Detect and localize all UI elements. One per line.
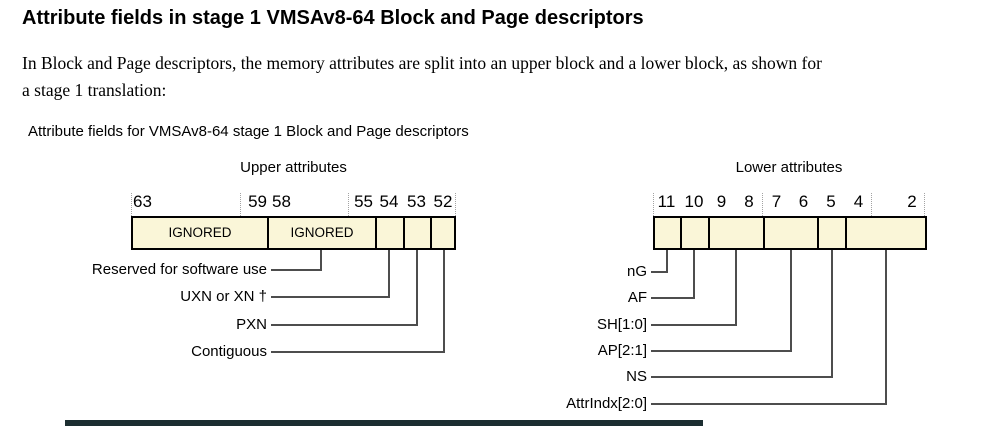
- connector-ng: [651, 271, 668, 273]
- field-label-ns: NS: [626, 368, 647, 385]
- connector-attrindx: [885, 250, 887, 405]
- nibble-tick: [348, 193, 349, 216]
- figure-caption: Attribute fields for VMSAv8-64 stage 1 B…: [28, 123, 469, 140]
- nibble-tick: [924, 193, 925, 216]
- lower-bit-4: 4: [853, 192, 864, 211]
- upper-attributes-title: Upper attributes: [240, 159, 347, 176]
- nibble-tick: [871, 193, 872, 216]
- lower-bitfield-box: [653, 216, 927, 250]
- connector-af: [693, 250, 695, 299]
- upper-cell-ignored-58-55: IGNORED: [290, 225, 354, 240]
- cell-divider: [817, 218, 819, 248]
- connector-ap: [651, 350, 792, 352]
- upper-bit-52: 52: [433, 192, 453, 211]
- connector-uxn: [388, 250, 390, 298]
- lower-bit-6: 6: [798, 192, 809, 211]
- connector-sh: [651, 324, 737, 326]
- field-label-ap: AP[2:1]: [597, 342, 647, 359]
- bottom-window-edge-bar: [65, 420, 703, 426]
- connector-ns: [651, 376, 833, 378]
- connector-ng: [666, 250, 668, 273]
- field-label-sh: SH[1:0]: [596, 316, 647, 333]
- connector-attrindx: [651, 403, 887, 405]
- field-label-contiguous: Contiguous: [191, 343, 267, 360]
- intro-text-line-2: a stage 1 translation:: [22, 80, 167, 100]
- lower-bit-11: 11: [657, 192, 676, 211]
- lower-bit-8: 8: [744, 192, 754, 211]
- page-title: Attribute fields in stage 1 VMSAv8-64 Bl…: [22, 7, 644, 29]
- connector-reserved: [271, 269, 322, 271]
- upper-bitfield-box: IGNORED IGNORED: [131, 216, 456, 250]
- lower-bit-7: 7: [771, 192, 782, 211]
- nibble-tick: [240, 193, 241, 216]
- lower-bit-2: 2: [907, 192, 917, 211]
- connector-uxn: [271, 296, 390, 298]
- intro-text-line-1: In Block and Page descriptors, the memor…: [22, 53, 822, 73]
- cell-divider: [375, 218, 377, 248]
- upper-cell-ignored-63-59: IGNORED: [168, 225, 232, 240]
- lower-bit-5: 5: [826, 192, 836, 211]
- cell-divider: [403, 218, 405, 248]
- field-label-pxn: PXN: [236, 316, 267, 333]
- nibble-tick: [131, 193, 132, 216]
- connector-contiguous: [271, 351, 445, 353]
- connector-ns: [831, 250, 833, 378]
- cell-divider: [708, 218, 710, 248]
- field-label-uxn-or-xn: UXN or XN †: [180, 288, 267, 305]
- lower-attributes-title: Lower attributes: [735, 159, 843, 176]
- connector-pxn: [271, 324, 418, 326]
- connector-reserved: [320, 250, 322, 271]
- upper-bit-59: 59: [248, 192, 267, 211]
- connector-sh: [735, 250, 737, 326]
- upper-bit-58: 58: [272, 192, 291, 211]
- connector-ap: [790, 250, 792, 352]
- upper-bit-53: 53: [407, 192, 426, 211]
- nibble-tick: [653, 193, 654, 216]
- connector-af: [651, 297, 695, 299]
- lower-bit-9: 9: [716, 192, 727, 211]
- connector-contiguous: [443, 250, 445, 353]
- field-label-ng: nG: [626, 263, 647, 280]
- cell-divider: [267, 218, 269, 248]
- nibble-tick: [762, 193, 763, 216]
- cell-divider: [845, 218, 847, 248]
- upper-bit-54: 54: [379, 192, 399, 211]
- nibble-tick: [455, 193, 456, 216]
- upper-bit-63: 63: [133, 192, 152, 211]
- field-label-attrindx: AttrIndx[2:0]: [566, 395, 647, 412]
- cell-divider: [430, 218, 432, 248]
- field-label-af: AF: [627, 289, 647, 306]
- connector-pxn: [416, 250, 418, 326]
- cell-divider: [680, 218, 682, 248]
- lower-bit-10: 10: [684, 192, 704, 211]
- upper-bit-55: 55: [354, 192, 373, 211]
- field-label-reserved-for-software-use: Reserved for software use: [91, 261, 267, 278]
- cell-divider: [763, 218, 765, 248]
